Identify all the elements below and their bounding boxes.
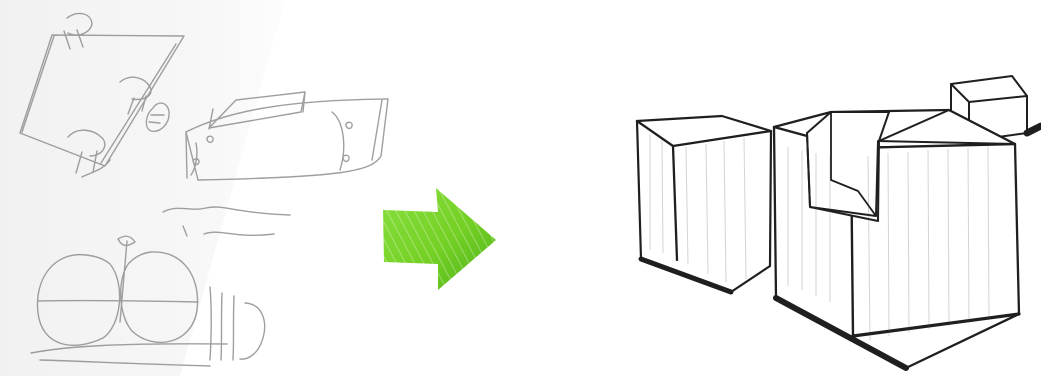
clean-3d-render	[620, 0, 1041, 376]
arrow-right-icon	[380, 182, 500, 294]
pencil-sketch-drawing	[19, 12, 389, 367]
